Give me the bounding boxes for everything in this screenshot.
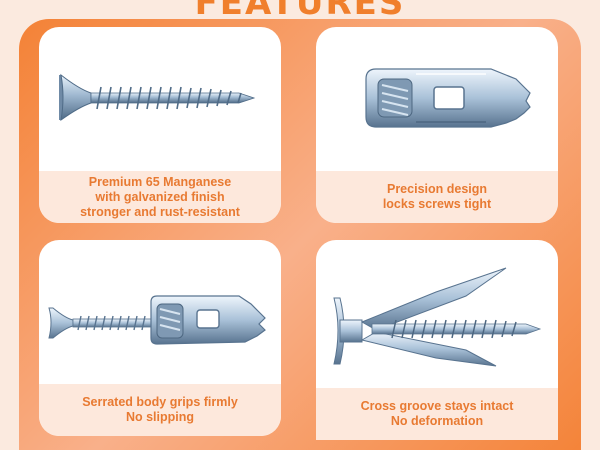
screw-in-anchor-icon xyxy=(48,295,266,345)
feature-caption: Precision design locks screws tight xyxy=(316,171,558,223)
caption-line: Cross groove stays intact xyxy=(360,399,514,413)
caption-line: Serrated body grips firmly xyxy=(82,395,238,409)
feature-caption: Serrated body grips firmly No slipping xyxy=(39,384,281,436)
feature-caption: Cross groove stays intact No deformation xyxy=(316,388,558,440)
caption-line: locks screws tight xyxy=(382,197,492,211)
feature-card-design: Precision design locks screws tight xyxy=(316,27,558,223)
feature-caption: Premium 65 Manganese with galvanized fin… xyxy=(39,171,281,223)
wall-anchor-icon xyxy=(365,68,531,128)
caption-line: stronger and rust-resistant xyxy=(80,204,240,219)
caption-line: No slipping xyxy=(125,410,195,424)
page-title: FEATURES xyxy=(194,0,406,23)
feature-card-grip: Serrated body grips firmly No slipping xyxy=(39,240,281,436)
feature-card-groove: Cross groove stays intact No deformation xyxy=(316,240,558,440)
caption-line: No deformation xyxy=(390,414,484,428)
feature-card-material: Premium 65 Manganese with galvanized fin… xyxy=(39,27,281,223)
wood-screw-icon xyxy=(59,73,256,122)
caption-line: with galvanized finish xyxy=(95,189,225,204)
caption-line: Premium 65 Manganese xyxy=(88,174,232,189)
expanded-anchor-icon xyxy=(333,267,542,367)
caption-line: Precision design xyxy=(386,182,488,196)
